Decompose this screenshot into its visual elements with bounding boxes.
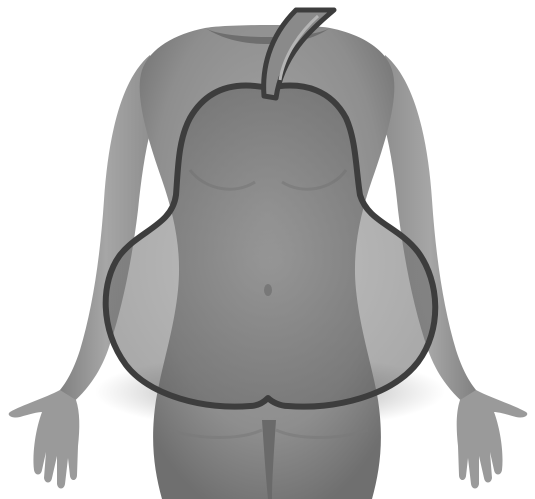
right-hand [457,390,528,489]
left-hand [9,390,80,489]
